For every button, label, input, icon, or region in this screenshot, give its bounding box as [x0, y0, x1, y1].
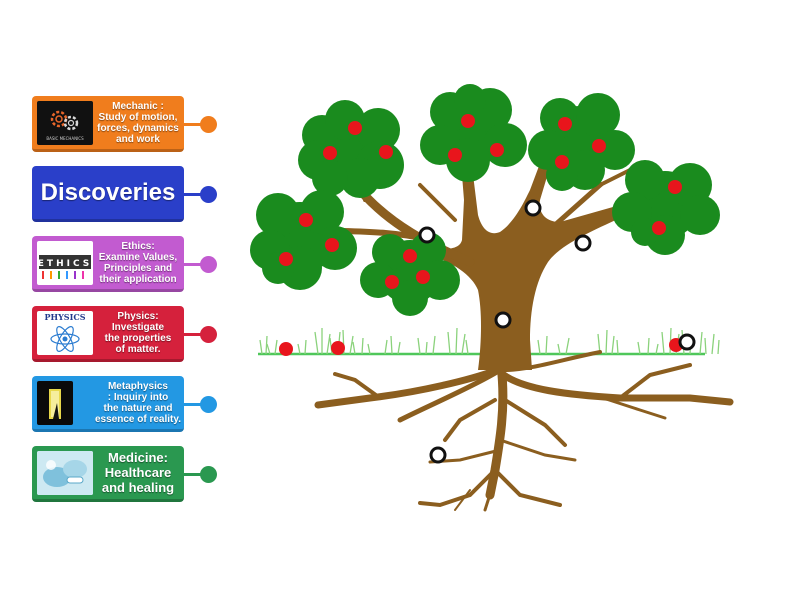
foliage-cluster-2: [420, 84, 527, 182]
label-card-text: Mechanic : Study of motion, forces, dyna…: [97, 100, 179, 145]
card-connector-dot[interactable]: [200, 326, 217, 343]
foliage-cluster-4: [612, 160, 720, 255]
foliage-cluster-5: [250, 190, 357, 290]
medical-icon: [37, 451, 93, 495]
drop-target-pin[interactable]: [418, 226, 436, 244]
svg-text:BASIC MECHANICS: BASIC MECHANICS: [46, 136, 84, 141]
label-card-ethics[interactable]: ETHICS Ethics: Examine Values, Principle…: [32, 236, 184, 292]
svg-text:ETHICS: ETHICS: [38, 259, 92, 269]
drop-target-pin[interactable]: [574, 234, 592, 252]
card-connector: [184, 193, 208, 196]
label-card-text: Discoveries: [40, 178, 176, 206]
label-card-text: Medicine: Healthcare and healing: [101, 450, 175, 495]
card-connector: [184, 403, 208, 406]
tree-fruits: [279, 114, 683, 356]
label-card-metaphysics[interactable]: Metaphysics : Inquiry into the nature an…: [32, 376, 184, 432]
drop-target-pin[interactable]: [524, 199, 542, 217]
ethics-people-icon: ETHICS: [37, 241, 93, 285]
card-connector-dot[interactable]: [200, 396, 217, 413]
card-connector-dot[interactable]: [200, 116, 217, 133]
svg-text:PHYSICS: PHYSICS: [45, 312, 86, 322]
label-card-text: Ethics: Examine Values, Principles and t…: [98, 240, 178, 285]
card-connector: [184, 473, 208, 476]
gears-icon: BASIC MECHANICS: [37, 101, 93, 145]
tree-roots: [314, 350, 734, 512]
label-card-mechanic[interactable]: BASIC MECHANICS Mechanic : Study of moti…: [32, 96, 184, 152]
card-connector-dot[interactable]: [200, 466, 217, 483]
doorway-icon: [37, 381, 73, 425]
card-connector: [184, 333, 208, 336]
label-card-text: Physics: Investigate the properties of m…: [104, 310, 172, 355]
card-connector-dot[interactable]: [200, 256, 217, 273]
atom-icon: PHYSICS: [37, 311, 93, 355]
card-connector: [184, 123, 208, 126]
tree-trunk: [395, 150, 665, 370]
drop-target-pin[interactable]: [678, 333, 696, 351]
foliage-cluster-6: [360, 232, 460, 316]
label-card-physics[interactable]: PHYSICS Physics: Investigate the propert…: [32, 306, 184, 362]
label-card-medicine[interactable]: Medicine: Healthcare and healing: [32, 446, 184, 502]
label-card-discoveries[interactable]: Discoveries: [32, 166, 184, 222]
card-connector-dot[interactable]: [200, 186, 217, 203]
label-card-text: Metaphysics : Inquiry into the nature an…: [95, 380, 181, 425]
drop-target-pin[interactable]: [429, 446, 447, 464]
card-connector: [184, 263, 208, 266]
drop-target-pin[interactable]: [494, 311, 512, 329]
